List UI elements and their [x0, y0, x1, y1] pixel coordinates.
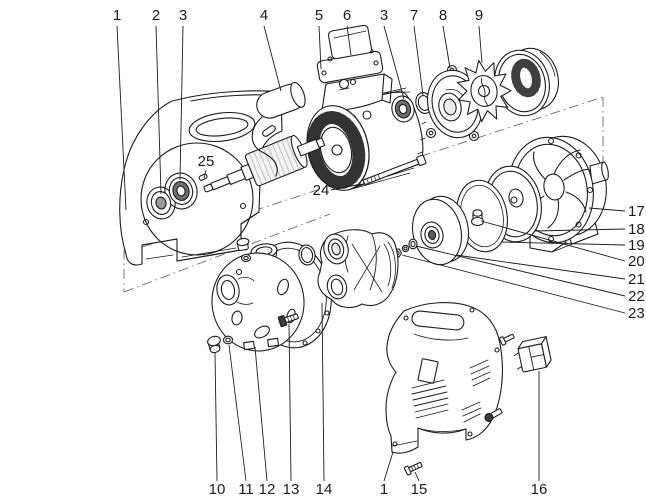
impeller [411, 195, 470, 266]
capacitor [251, 81, 306, 177]
callout-label-21: 21 [628, 271, 645, 288]
callout-label-1-top: 1 [113, 7, 121, 24]
callout-label-14: 14 [316, 481, 333, 498]
callout-label-12: 12 [259, 481, 276, 498]
outer-shroud [385, 302, 515, 454]
callout-label-22: 22 [628, 288, 645, 305]
callout-label-9: 9 [475, 7, 483, 24]
callout-label-25: 25 [198, 153, 215, 170]
callout-label-19: 19 [628, 237, 645, 254]
shaft-key [198, 173, 208, 181]
callout-label-6: 6 [343, 7, 351, 24]
callout-label-24: 24 [313, 182, 330, 199]
ejector-nozzle [323, 233, 349, 265]
shroud-screw-top [498, 333, 515, 346]
suction-port [216, 274, 255, 306]
leader-lines [116, 25, 626, 482]
callout-label-20: 20 [628, 253, 645, 270]
ball-bearing-rear [391, 95, 415, 123]
callout-label-18: 18 [628, 221, 645, 238]
tie-bolt [362, 154, 427, 185]
callout-label-8: 8 [439, 7, 447, 24]
callout-label-13: 13 [283, 481, 300, 498]
drain-plug [207, 335, 221, 354]
body-screw [277, 313, 299, 328]
callout-label-2: 2 [152, 7, 160, 24]
callout-label-15: 15 [411, 481, 428, 498]
callout-label-3: 3 [179, 7, 187, 24]
ball-bearing-front [168, 177, 194, 205]
callout-label-16: 16 [531, 481, 548, 498]
callout-label-7: 7 [410, 7, 418, 24]
fan-cover [494, 47, 559, 117]
impeller-washers [401, 238, 418, 253]
drain-washer [222, 335, 234, 345]
callout-label-17: 17 [628, 203, 645, 220]
stud-nut [470, 209, 485, 227]
ejector-venturi [326, 274, 348, 300]
callout-label-11: 11 [238, 481, 254, 498]
callout-labels: 1 2 3 4 5 6 3 7 8 9 25 24 17 18 19 20 21… [113, 7, 645, 498]
o-ring [298, 244, 316, 266]
callout-label-10: 10 [209, 481, 226, 498]
base-screw [403, 461, 423, 476]
callout-label-3b: 3 [380, 7, 388, 24]
callout-label-5: 5 [315, 7, 323, 24]
shaft-seal [150, 191, 172, 215]
filler-plug [236, 237, 252, 263]
rotor-shaft [203, 134, 326, 193]
callout-label-23: 23 [628, 305, 645, 322]
ejector-assembly [317, 229, 399, 309]
cooling-fan [456, 59, 512, 123]
callout-label-4: 4 [260, 7, 268, 24]
diaphragm-disc [456, 179, 508, 253]
switch-block [513, 336, 552, 373]
callout-label-1-bottom: 1 [380, 481, 388, 498]
pump-casing [508, 135, 609, 253]
shroud-screw-side [484, 408, 503, 423]
